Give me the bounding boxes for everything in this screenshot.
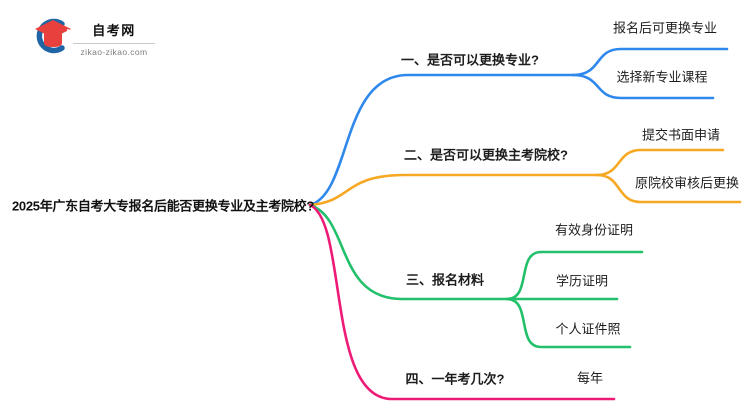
- branch3-label[interactable]: 三、报名材料: [405, 272, 485, 288]
- central-topic[interactable]: 2025年广东自考大专报名后能否更换专业及主考院校?: [12, 198, 315, 214]
- branch4-child1[interactable]: 每年: [576, 370, 604, 386]
- branch2-child1[interactable]: 提交书面申请: [641, 127, 721, 143]
- branch4-wires: [308, 203, 616, 401]
- logo-title: 自考网: [92, 23, 136, 38]
- branch1-wires: [308, 47, 729, 207]
- branch3-child2[interactable]: 学历证明: [555, 273, 609, 289]
- branch2-wires: [308, 148, 742, 207]
- logo-divider: [73, 43, 155, 44]
- branch2-child2[interactable]: 原院校审核后更换: [634, 175, 740, 191]
- branch3-child1[interactable]: 有效身份证明: [554, 222, 634, 238]
- site-logo: 自考网 zikao-zikao.com: [28, 14, 158, 58]
- branch1-child1[interactable]: 报名后可更换专业: [612, 20, 718, 36]
- branch1-child2[interactable]: 选择新专业课程: [616, 69, 708, 85]
- branch4-label[interactable]: 四、一年考几次?: [405, 371, 505, 387]
- branch3-child3[interactable]: 个人证件照: [555, 321, 621, 337]
- logo-subtitle: zikao-zikao.com: [80, 47, 148, 57]
- branch3-wires: [308, 203, 644, 349]
- graduation-cap-icon: [35, 18, 71, 54]
- branch2-label[interactable]: 二、是否可以更换主考院校?: [404, 147, 568, 163]
- branch1-label[interactable]: 一、是否可以更换专业?: [401, 52, 539, 68]
